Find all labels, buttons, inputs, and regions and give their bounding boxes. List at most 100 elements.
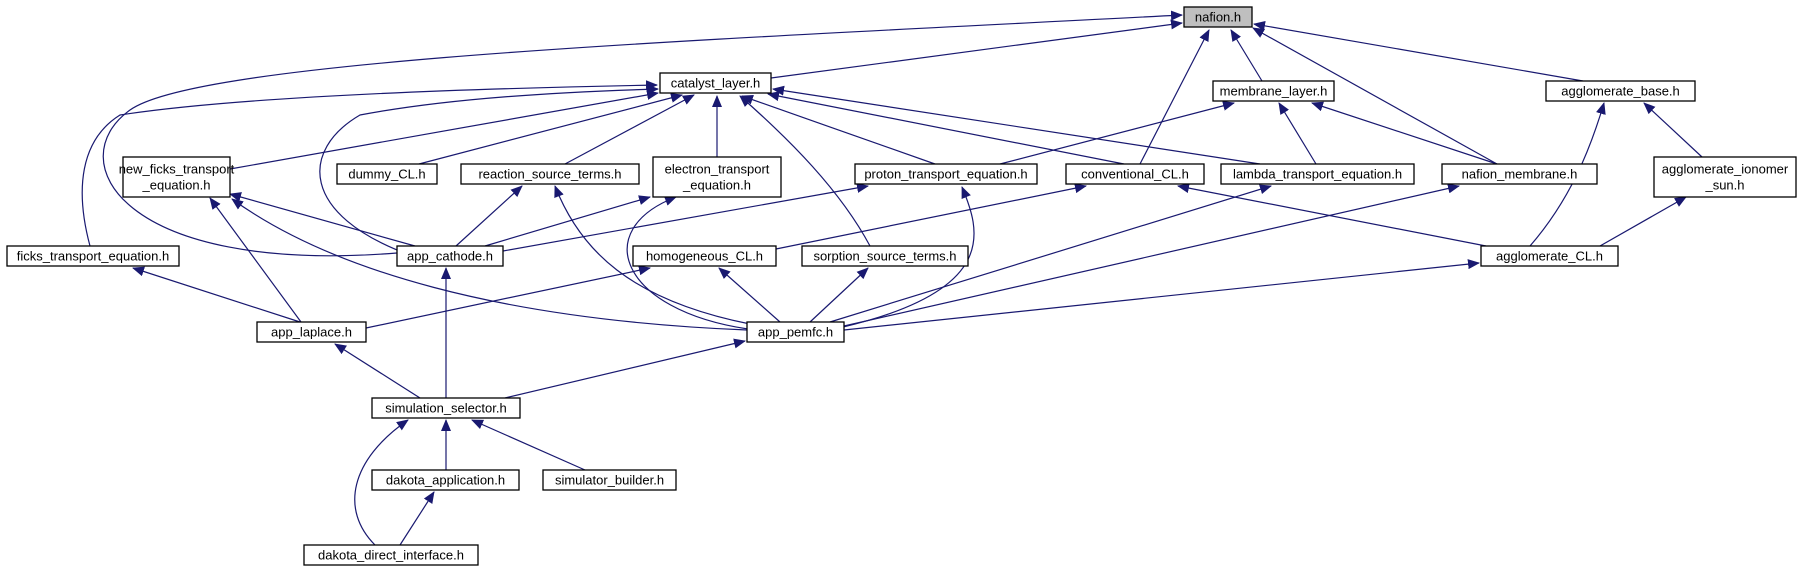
edge-simulator_builder-to-simulation_selector <box>471 419 586 471</box>
edge-agglomerate_CL-to-agglomerate_ionomer <box>1599 196 1687 247</box>
edge-proton_transport-to-membrane_layer <box>999 100 1235 165</box>
node-nafion[interactable]: nafion.h <box>1183 6 1253 28</box>
node-box <box>542 469 677 491</box>
edge-nafion_membrane-to-nafion <box>1252 27 1498 165</box>
edge-app_cathode-to-catalyst_layer <box>319 84 659 256</box>
node-agglomerate_CL[interactable]: agglomerate_CL.h <box>1480 245 1619 267</box>
node-box <box>632 245 777 267</box>
node-box <box>1480 245 1619 267</box>
edge-catalyst_layer-to-nafion <box>770 19 1183 79</box>
edge-homogeneous_CL-to-conventional_CL <box>775 183 1087 250</box>
edge-reaction_source-to-catalyst_layer <box>564 94 695 165</box>
node-agglomerate_base[interactable]: agglomerate_base.h <box>1545 80 1696 102</box>
node-box <box>1545 80 1696 102</box>
node-proton_transport[interactable]: proton_transport_equation.h <box>854 163 1038 185</box>
node-label: agglomerate_ionomer <box>1662 162 1789 177</box>
node-label: simulation_selector.h <box>385 401 506 416</box>
node-label: nafion.h <box>1195 10 1241 25</box>
edges <box>81 10 1703 546</box>
node-label: dakota_direct_interface.h <box>318 548 464 563</box>
node-label: lambda_transport_equation.h <box>1233 167 1402 182</box>
node-label: new_ficks_transport <box>119 162 235 177</box>
edge-membrane_layer-to-nafion <box>1230 29 1263 82</box>
node-box <box>1065 163 1205 185</box>
node-box <box>1183 6 1253 28</box>
node-box <box>371 397 521 419</box>
node-box <box>1220 163 1415 185</box>
node-label: sorption_source_terms.h <box>813 249 956 264</box>
edge-app_laplace-to-ficks_transport <box>132 266 301 323</box>
node-agglomerate_ionomer[interactable]: agglomerate_ionomer_sun.h <box>1653 156 1797 198</box>
node-dakota_direct[interactable]: dakota_direct_interface.h <box>303 544 479 566</box>
node-sorption_source[interactable]: sorption_source_terms.h <box>801 245 969 267</box>
edge-conventional_CL-to-catalyst_layer <box>767 91 1125 165</box>
node-box <box>460 163 640 185</box>
edge-app_pemfc-to-sorption_source <box>809 267 869 323</box>
edge-app_cathode-to-reaction_source <box>455 185 523 247</box>
node-box <box>256 321 367 343</box>
node-conventional_CL[interactable]: conventional_CL.h <box>1065 163 1205 185</box>
edge-agglomerate_ionomer-to-agglomerate_base <box>1643 102 1703 158</box>
edge-app_laplace-to-homogeneous_CL <box>365 265 651 329</box>
node-box <box>396 245 504 267</box>
node-label: agglomerate_CL.h <box>1496 249 1603 264</box>
edge-agglomerate_CL-to-conventional_CL <box>1177 183 1487 247</box>
node-dakota_application[interactable]: dakota_application.h <box>371 469 520 491</box>
node-box <box>303 544 479 566</box>
edge-app_laplace-to-new_ficks <box>209 197 302 323</box>
node-app_cathode[interactable]: app_cathode.h <box>396 245 504 267</box>
node-label: homogeneous_CL.h <box>646 249 763 264</box>
node-ficks_transport[interactable]: ficks_transport_equation.h <box>6 245 180 267</box>
node-label: membrane_layer.h <box>1220 84 1328 99</box>
node-box <box>659 72 772 94</box>
node-new_ficks[interactable]: new_ficks_transport_equation.h <box>119 156 235 198</box>
edge-app_cathode-to-proton_transport <box>502 183 869 252</box>
node-membrane_layer[interactable]: membrane_layer.h <box>1212 80 1335 102</box>
edge-lambda_transport-to-catalyst_layer <box>772 85 1261 165</box>
node-label: dummy_CL.h <box>348 167 425 182</box>
edge-app_pemfc-to-homogeneous_CL <box>718 267 781 323</box>
node-box <box>746 321 845 343</box>
node-label: app_laplace.h <box>271 325 352 340</box>
node-nafion_membrane[interactable]: nafion_membrane.h <box>1441 163 1598 185</box>
node-label: nafion_membrane.h <box>1462 167 1578 182</box>
edge-app_pemfc-to-reaction_source <box>554 185 751 325</box>
node-label: _equation.h <box>142 178 211 193</box>
edge-app_pemfc-to-new_ficks <box>231 198 748 331</box>
edge-app_pemfc-to-electron_transport <box>626 196 749 330</box>
node-label: _sun.h <box>1704 178 1744 193</box>
node-label: simulator_builder.h <box>555 473 664 488</box>
node-app_pemfc[interactable]: app_pemfc.h <box>746 321 845 343</box>
edge-nafion_membrane-to-membrane_layer <box>1311 101 1498 165</box>
node-label: electron_transport <box>665 162 770 177</box>
node-box <box>1212 80 1335 102</box>
node-catalyst_layer[interactable]: catalyst_layer.h <box>659 72 772 94</box>
edge-simulation_selector-to-app_pemfc <box>504 338 746 399</box>
node-simulator_builder[interactable]: simulator_builder.h <box>542 469 677 491</box>
node-label: dakota_application.h <box>386 473 505 488</box>
node-box <box>336 163 438 185</box>
edge-app_pemfc-to-agglomerate_CL <box>843 259 1480 331</box>
edge-conventional_CL-to-nafion <box>1139 29 1210 165</box>
edge-app_pemfc-to-lambda_transport <box>829 184 1272 323</box>
node-homogeneous_CL[interactable]: homogeneous_CL.h <box>632 245 777 267</box>
node-app_laplace[interactable]: app_laplace.h <box>256 321 367 343</box>
node-electron_transport[interactable]: electron_transport_equation.h <box>652 156 782 198</box>
node-lambda_transport[interactable]: lambda_transport_equation.h <box>1220 163 1415 185</box>
node-label: conventional_CL.h <box>1081 167 1189 182</box>
node-box <box>854 163 1038 185</box>
node-simulation_selector[interactable]: simulation_selector.h <box>371 397 521 419</box>
node-reaction_source[interactable]: reaction_source_terms.h <box>460 163 640 185</box>
node-dummy_CL[interactable]: dummy_CL.h <box>336 163 438 185</box>
edge-app_cathode-to-nafion <box>102 10 1183 257</box>
node-label: ficks_transport_equation.h <box>17 249 169 264</box>
edge-agglomerate_base-to-nafion <box>1253 20 1584 82</box>
edge-simulation_selector-to-app_laplace <box>334 343 421 399</box>
edge-app_cathode-to-electron_transport <box>484 195 651 247</box>
node-label: _equation.h <box>682 178 751 193</box>
node-box <box>652 156 782 198</box>
edge-new_ficks-to-catalyst_layer <box>229 90 659 170</box>
nodes: nafion.h catalyst_layer.h membrane_layer.h… <box>6 6 1797 566</box>
edge-dakota_direct-to-simulation_selector <box>354 419 409 546</box>
